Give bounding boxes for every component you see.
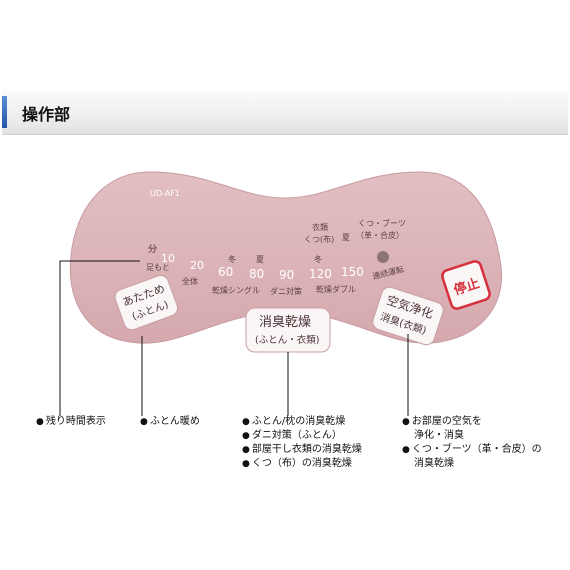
deodorize-button[interactable]: 消臭乾燥 (ふとん・衣類): [245, 307, 331, 353]
timer-10: 10: [161, 252, 175, 265]
callout-air-item-cont: 浄化・消臭: [414, 430, 464, 441]
deodorize-button-line1: 消臭乾燥: [259, 315, 311, 330]
dry-value-60: 60: [218, 265, 233, 279]
continuous-indicator: [377, 251, 389, 263]
leather-label: （革・合皮）: [356, 230, 404, 240]
shoes-cloth-label: くつ(布): [304, 234, 334, 244]
dry-value-80: 80: [249, 267, 264, 281]
dry-single-label: 乾燥シングル: [212, 285, 260, 295]
air-button[interactable]: 空気浄化 消臭(衣類): [371, 285, 445, 347]
callout-air-item: お部屋の空気を: [402, 415, 542, 429]
model-label: UD-AF1: [150, 189, 180, 198]
callout-futon-warm-text: ふとん暖め: [140, 415, 200, 429]
deodorize-button-line2: (ふとん・衣類): [255, 334, 319, 346]
whole-label: 全体: [182, 276, 198, 286]
dry-double-label: 乾燥ダブル: [316, 284, 356, 294]
dry-value-120: 120: [309, 267, 332, 281]
header-accent-bar: [2, 96, 7, 128]
callout-air-item: くつ・ブーツ（革・合皮）の: [402, 443, 542, 457]
callout-futon-warm: ふとん暖め: [140, 415, 200, 429]
leader-lines: [59, 260, 409, 416]
clothes-label: 衣類: [312, 222, 328, 232]
callout-air: お部屋の空気を 浄化・消臭 くつ・ブーツ（革・合皮）の 消臭乾燥: [402, 415, 542, 471]
callout-deodorize-item: 部屋干し衣類の消臭乾燥: [242, 443, 362, 457]
callout-deodorize-item: ダニ対策（ふとん）: [242, 429, 362, 443]
callout-deodorize-item: くつ（布）の消臭乾燥: [242, 457, 362, 471]
foot-label: 足もと: [146, 263, 170, 272]
dry-value-150: 150: [341, 265, 364, 279]
timer-unit: 分: [148, 243, 157, 255]
warm-button[interactable]: あたため (ふとん): [113, 273, 180, 332]
summer-label: 夏: [256, 255, 264, 264]
timer-20: 20: [190, 259, 204, 272]
callout-remaining-time: 残り時間表示: [36, 415, 106, 429]
callout-deodorize-item: ふとん/枕の消臭乾燥: [242, 415, 362, 429]
stop-button[interactable]: 停止: [441, 260, 491, 310]
stop-label: 停止: [452, 275, 482, 298]
dry-value-90: 90: [279, 268, 294, 282]
shoes-boots-label: くつ・ブーツ: [358, 218, 406, 228]
winter-label: 冬: [228, 254, 236, 264]
section-title: 操作部: [22, 105, 71, 124]
mite-label: ダニ対策: [270, 286, 302, 296]
callout-deodorize: ふとん/枕の消臭乾燥 ダニ対策（ふとん） 部屋干し衣類の消臭乾燥 くつ（布）の消…: [242, 415, 362, 471]
winter-label-2: 冬: [314, 254, 322, 264]
callout-remaining-time-text: 残り時間表示: [36, 415, 106, 429]
callout-air-item-cont: 消臭乾燥: [414, 458, 454, 469]
section-header: 操作部: [2, 90, 568, 135]
summer-label-2: 夏: [342, 233, 350, 242]
